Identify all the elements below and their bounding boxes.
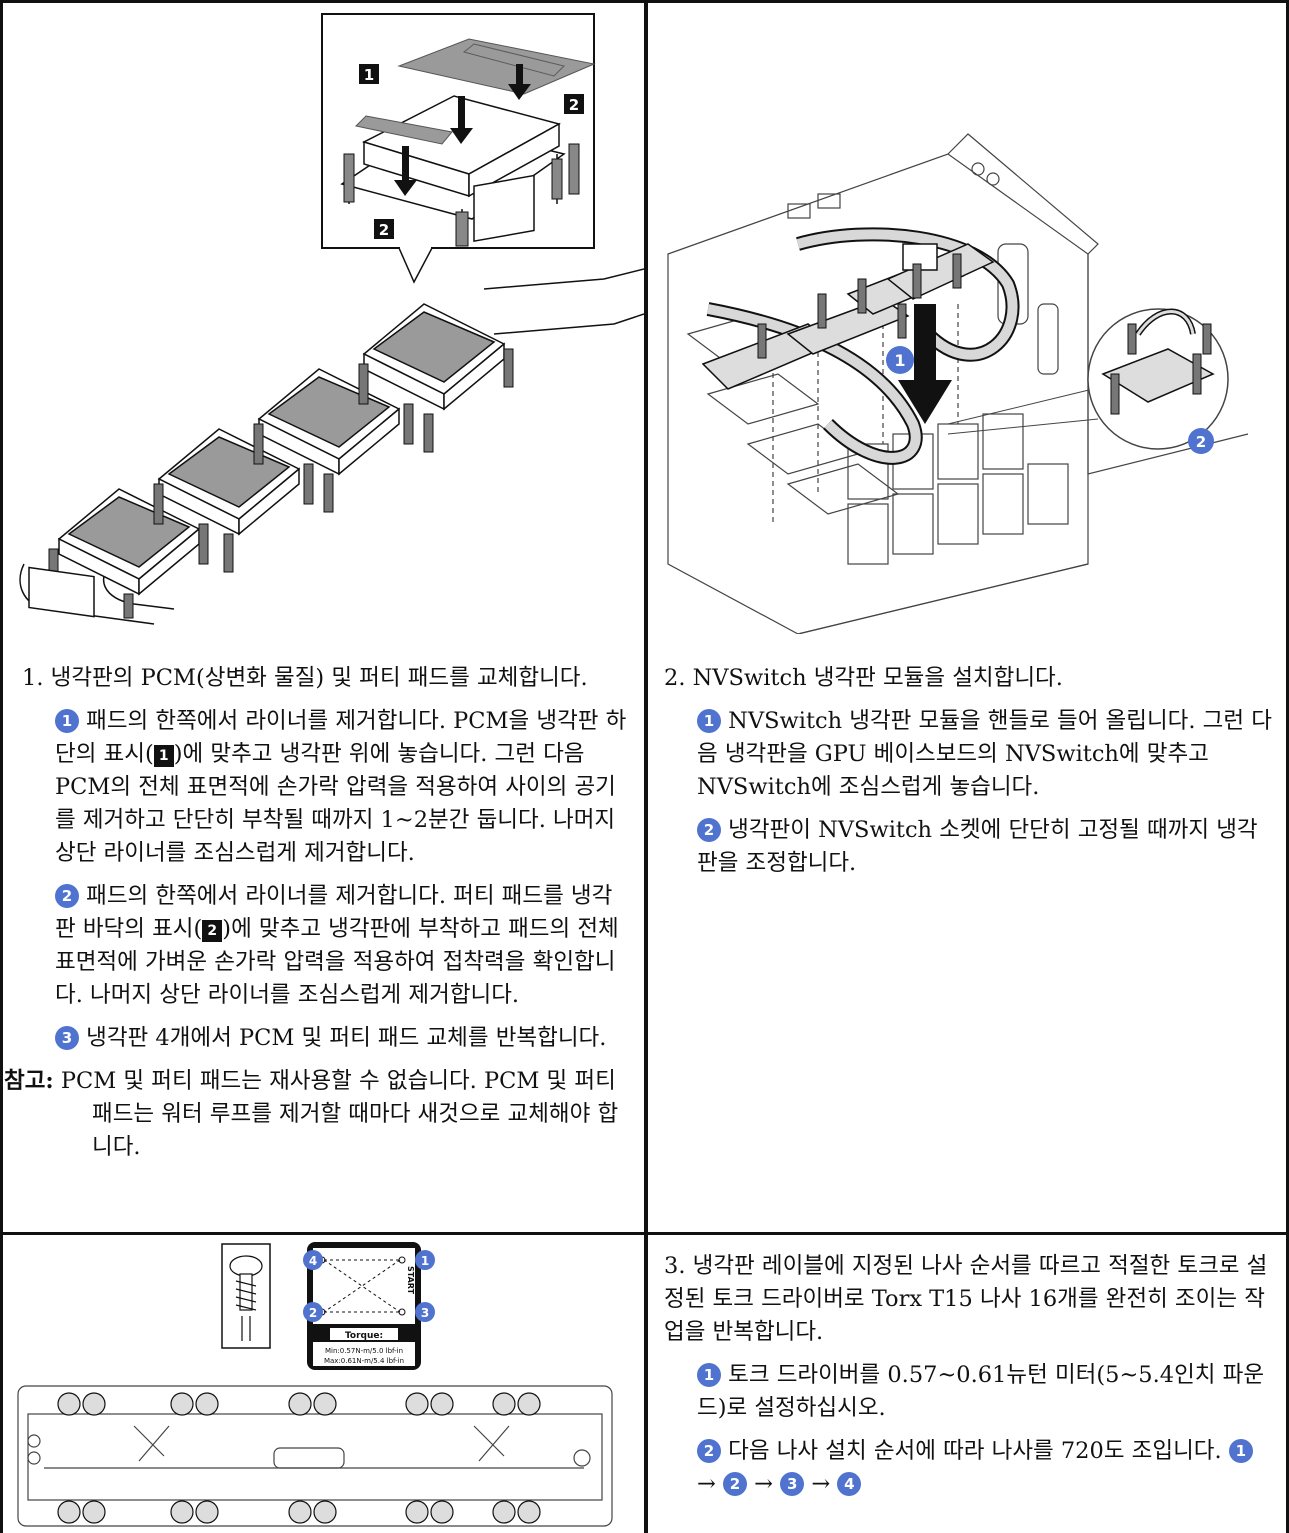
- label-badge-2: 2: [309, 1306, 317, 1320]
- step3-title: 3. 냉각판 레이블에 지정된 나사 순서를 따르고 적절한 토크로 설정된 토…: [664, 1253, 1268, 1345]
- step3-substep-1: 1 토크 드라이버를 0.57~0.61뉴턴 미터(5~5.4인치 파운드)로 …: [697, 1359, 1274, 1425]
- sequence-arrow: →: [697, 1471, 716, 1497]
- cell1-instructions: 1. 냉각판의 PCM(상변화 물질) 및 퍼티 패드를 교체합니다. 1 패드…: [4, 662, 630, 1174]
- table-border-right: [1286, 0, 1289, 1533]
- label-badge-3: 3: [421, 1306, 429, 1320]
- marker-2-icon: 2: [202, 920, 223, 942]
- callout-badge-2: 2: [1196, 433, 1206, 451]
- step1-substep-1: 1 패드의 한쪽에서 라이너를 제거합니다. PCM을 냉각판 하단의 표시(1…: [55, 705, 630, 870]
- inset-callout-1: 1: [364, 66, 374, 84]
- note-label: 참고:: [4, 1068, 54, 1094]
- cold-plate-module: [701, 227, 1020, 465]
- note: 참고: PCM 및 퍼티 패드는 재사용할 수 없습니다. PCM 및 퍼티 패…: [4, 1065, 630, 1164]
- step1-substep-3: 3 냉각판 4개에서 PCM 및 퍼티 패드 교체를 반복합니다.: [55, 1022, 630, 1055]
- step1-substep-2: 2 패드의 한쪽에서 라이너를 제거합니다. 퍼티 패드를 냉각판 바닥의 표시…: [55, 880, 630, 1012]
- pcm-replacement-illustration: 1 2 2: [19, 13, 644, 625]
- nvswitch-install-illustration: 1 2: [667, 133, 1249, 634]
- cell4-instructions: 3. 냉각판 레이블에 지정된 나사 순서를 따르고 적절한 토크로 설정된 토…: [664, 1250, 1274, 1511]
- number-badge-1: 1: [697, 709, 721, 733]
- substep2-text-b: )에 맞추고 냉각판에 부착하고 패드의 전체 표면적에 가벼운 손가락 압력을…: [55, 916, 619, 1008]
- step2-substep1-text: NVSwitch 냉각판 모듈을 핸들로 들어 올립니다. 그런 다음 냉각판을…: [697, 708, 1272, 800]
- step2-substep-2: 2 냉각판이 NVSwitch 소켓에 단단히 고정될 때까지 냉각판을 조정합…: [697, 814, 1272, 880]
- sequence-badge-2: 2: [723, 1472, 748, 1496]
- substep2-text-a: 패드의 한쪽에서 라이너를 제거합니다. 퍼티 패드를 냉각판 바닥의 표시(: [55, 883, 613, 942]
- sequence-badge-1: 1: [1228, 1439, 1253, 1463]
- substep1-text-a: 패드의 한쪽에서 라이너를 제거합니다. PCM을 냉각판 하단의 표시(: [55, 708, 627, 767]
- inset-callout-2-right: 2: [569, 96, 579, 114]
- note-text: PCM 및 퍼티 패드는 재사용할 수 없습니다. PCM 및 퍼티 패드는 워…: [60, 1068, 619, 1160]
- cold-plates: [57, 303, 506, 596]
- step3-substep1-text: 토크 드라이버를 0.57~0.61뉴턴 미터(5~5.4인치 파운드)로 설정…: [697, 1362, 1265, 1421]
- cell2-instructions: 2. NVSwitch 냉각판 모듈을 설치합니다. 1 NVSwitch 냉각…: [664, 662, 1272, 890]
- step2-substep-1: 1 NVSwitch 냉각판 모듈을 핸들로 들어 올립니다. 그런 다음 냉각…: [697, 705, 1272, 804]
- substep1-text-b: )에 맞추고 냉각판 위에 놓습니다. 그런 다음 PCM의 전체 표면적에 손…: [55, 741, 616, 866]
- substep3-text: 냉각판 4개에서 PCM 및 퍼티 패드 교체를 반복합니다.: [86, 1025, 607, 1051]
- sequence-badge-4: 4: [837, 1472, 862, 1496]
- step3-substep-2: 2 다음 나사 설치 순서에 따라 나사를 720도 조입니다. 1 → 2 →…: [697, 1435, 1274, 1501]
- number-badge-2: 2: [697, 1439, 721, 1463]
- number-badge-2: 2: [697, 818, 721, 842]
- marker-1-icon: 1: [153, 745, 174, 767]
- label-badge-4: 4: [309, 1254, 317, 1268]
- step2-substep2-text: 냉각판이 NVSwitch 소켓에 단단히 고정될 때까지 냉각판을 조정합니다…: [697, 817, 1258, 876]
- start-label: START: [406, 1266, 415, 1295]
- screw-sequence-illustration: START 4 1 2 3 Torque: Min:0.57N-m/5.0 lb…: [17, 1242, 613, 1527]
- step3-substep2-text: 다음 나사 설치 순서에 따라 나사를 720도 조입니다.: [728, 1438, 1222, 1464]
- number-badge-1: 1: [55, 709, 79, 733]
- torque-max: Max:0.61N-m/5.4 lbf-in: [324, 1357, 404, 1365]
- number-badge-2: 2: [55, 884, 79, 908]
- step2-title: 2. NVSwitch 냉각판 모듈을 설치합니다.: [664, 665, 1063, 691]
- callout-badge-1: 1: [894, 351, 905, 370]
- sequence-badge-3: 3: [780, 1472, 805, 1496]
- number-badge-1: 1: [697, 1363, 721, 1387]
- label-badge-1: 1: [421, 1254, 429, 1268]
- table-column-divider: [644, 0, 648, 1533]
- torque-title: Torque:: [345, 1331, 383, 1341]
- sequence-arrow: →: [811, 1471, 831, 1497]
- sequence-arrow: →: [754, 1471, 774, 1497]
- number-badge-3: 3: [55, 1026, 79, 1050]
- table-border-left: [0, 0, 3, 1533]
- inset-callout-2-left: 2: [379, 221, 389, 239]
- step1-title: 1. 냉각판의 PCM(상변화 물질) 및 퍼티 패드를 교체합니다.: [22, 665, 588, 691]
- table-row-divider: [0, 1232, 1289, 1235]
- torque-min: Min:0.57N-m/5.0 lbf-in: [325, 1347, 403, 1355]
